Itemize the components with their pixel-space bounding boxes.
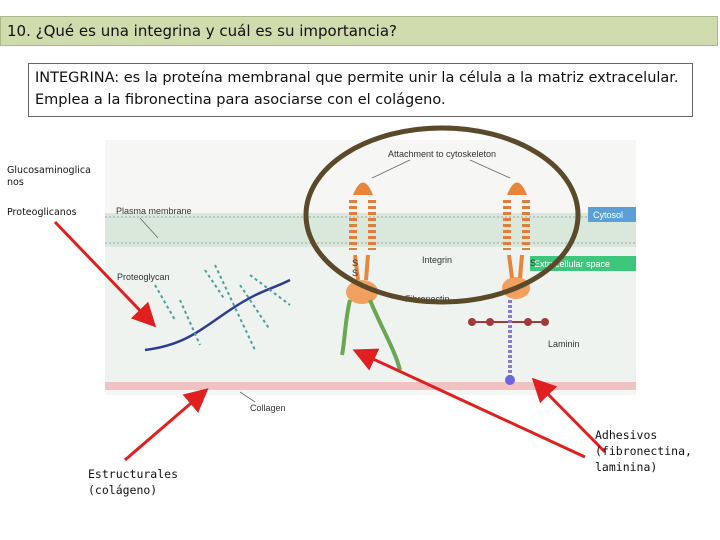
laminin-label: Laminin — [548, 339, 580, 349]
proteoglycan-core — [144, 278, 291, 352]
adhesivos-label: Adhesivos (fibronectina, laminina) — [595, 428, 692, 474]
definition-box: INTEGRINA: es la proteína membranal que … — [28, 63, 693, 117]
definition-text: INTEGRINA: es la proteína membranal que … — [35, 70, 679, 108]
collagen-band — [105, 382, 636, 390]
plasma-membrane-label: Plasma membrane — [116, 206, 192, 216]
s-label-right: S — [530, 258, 536, 268]
integrin-left — [346, 182, 378, 304]
fibronectin-strand-1 — [340, 299, 352, 356]
proteoglycan-label: Proteoglycan — [117, 272, 170, 282]
title-bar: 10. ¿Qué es una integrina y cuál es su i… — [0, 16, 718, 46]
cytosol-tag — [588, 207, 636, 222]
cytosol-label: Cytosol — [593, 210, 623, 220]
extracellular-space-label: Extracellular space — [534, 259, 610, 269]
integrin-highlight-ellipse — [303, 125, 581, 305]
arrow-proteoglicanos — [53, 220, 157, 328]
arrow-adhesivos-fibronectina — [352, 348, 586, 459]
s-label-bottom: S — [352, 268, 358, 278]
arrow-adhesivos-laminina — [531, 377, 607, 454]
page-title: 10. ¿Qué es una integrina y cuál es su i… — [7, 22, 398, 40]
s-label-top: S — [352, 258, 358, 268]
glucosaminoglicanos-label: Glucosaminoglica nos — [7, 165, 91, 188]
fibronectin-strand-2 — [368, 299, 402, 371]
proteoglicanos-label: Proteoglicanos — [7, 207, 77, 218]
integrin-label: Integrin — [422, 255, 452, 265]
arrow-estructurales — [124, 388, 209, 462]
estructurales-label: Estructurales (colágeno) — [88, 467, 179, 497]
attachment-label: Attachment to cytoskeleton — [388, 149, 496, 159]
collagen-label: Collagen — [250, 403, 286, 413]
